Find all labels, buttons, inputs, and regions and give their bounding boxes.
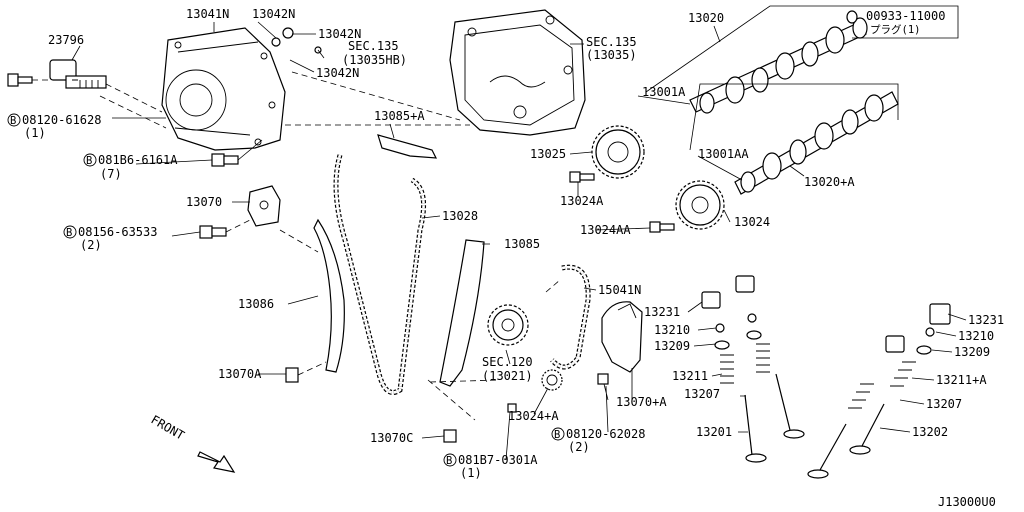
bolt-13024A bbox=[569, 171, 595, 183]
callout-13207-b: 13207 bbox=[926, 397, 962, 411]
callout-08120-61628: 08120-61628 bbox=[22, 113, 101, 127]
callout-13001A: 13001A bbox=[642, 85, 686, 99]
b-mark-2: B bbox=[86, 155, 92, 167]
bolt-081B6-6161A bbox=[211, 153, 239, 167]
valve-train-right bbox=[807, 303, 951, 479]
plug-13042N-b bbox=[282, 27, 294, 39]
callout-13025: 13025 bbox=[530, 147, 566, 161]
callout-13070C: 13070C bbox=[370, 431, 413, 445]
callout-sec120-code: (13021) bbox=[482, 369, 533, 383]
callout-08156-63533: 08156-63533 bbox=[78, 225, 157, 239]
callout-13024AA: 13024AA bbox=[580, 223, 631, 237]
callout-sec135: SEC.135 bbox=[586, 35, 637, 49]
callout-13041N: 13041N bbox=[186, 7, 229, 21]
callout-13231-b: 13231 bbox=[968, 313, 1004, 327]
callout-13207-a: 13207 bbox=[684, 387, 720, 401]
callout-13024: 13024 bbox=[734, 215, 770, 229]
callout-13210-b: 13210 bbox=[958, 329, 994, 343]
sensor-23796 bbox=[49, 59, 107, 89]
callout-13042N-a: 13042N bbox=[252, 7, 295, 21]
slack-guide-13086 bbox=[313, 218, 345, 373]
callout-13211A: 13211+A bbox=[936, 373, 987, 387]
callout-13070: 13070 bbox=[186, 195, 222, 209]
callout-qty-7: (7) bbox=[100, 167, 122, 181]
bolt-13024AA bbox=[649, 221, 675, 233]
callout-15041N: 15041N bbox=[598, 283, 641, 297]
callout-13231-a: 13231 bbox=[644, 305, 680, 319]
callout-13024A: 13024A bbox=[560, 194, 604, 208]
callout-081B6-6161A: 081B6-6161A bbox=[98, 153, 178, 167]
chain-primary bbox=[333, 154, 427, 395]
callout-13202: 13202 bbox=[912, 425, 948, 439]
callout-qty-2a: (2) bbox=[80, 238, 102, 252]
guide-13085 bbox=[439, 239, 485, 387]
callout-sec135-code: (13035) bbox=[586, 48, 637, 62]
callout-13070A: 13070A bbox=[218, 367, 262, 381]
callout-13020: 13020 bbox=[688, 11, 724, 25]
vtc-sprocket-13025 bbox=[591, 125, 645, 179]
crank-sprocket-sec120 bbox=[487, 304, 529, 346]
callout-plug: プラグ(1) bbox=[870, 23, 920, 36]
front-cover-13041N bbox=[161, 27, 286, 151]
callout-13085: 13085 bbox=[504, 237, 540, 251]
callout-sec135-hb: SEC.135 bbox=[348, 39, 399, 53]
plug-00933-11000 bbox=[846, 10, 858, 24]
bolt-08120-62028 bbox=[597, 373, 609, 385]
front-arrow-icon bbox=[197, 451, 236, 473]
sprocket-13024pA bbox=[541, 369, 563, 391]
callout-13085A: 13085+A bbox=[374, 109, 425, 123]
callout-13070pA: 13070+A bbox=[616, 395, 667, 409]
callout-13020A: 13020+A bbox=[804, 175, 855, 189]
callout-08120-62028: 08120-62028 bbox=[566, 427, 645, 441]
callout-qty-2b: (2) bbox=[568, 440, 590, 454]
b-mark-3: B bbox=[66, 227, 72, 239]
callout-13028: 13028 bbox=[442, 209, 478, 223]
b-mark-1: B bbox=[10, 115, 16, 127]
b-mark-4: B bbox=[554, 429, 560, 441]
callout-sec135-hb-code: (13035HB) bbox=[342, 53, 407, 67]
camshaft-exhaust-13020 bbox=[689, 17, 868, 114]
guide-13085A bbox=[377, 134, 438, 159]
valve-train-left bbox=[701, 275, 805, 463]
cylinder-head-sec135 bbox=[449, 9, 586, 136]
tensioner-13070pA bbox=[601, 301, 643, 373]
callout-13024pA: 13024+A bbox=[508, 409, 559, 423]
callout-081B7-0301A: 081B7-0301A bbox=[458, 453, 538, 467]
bolt-08120-61628 bbox=[7, 73, 33, 87]
callout-qty-1b: (1) bbox=[460, 466, 482, 480]
callout-qty-1a: (1) bbox=[24, 126, 46, 140]
b-mark-5: B bbox=[446, 455, 452, 467]
plug-13042N bbox=[271, 37, 281, 47]
callout-23796: 23796 bbox=[48, 33, 84, 47]
bolt-13070A bbox=[285, 367, 299, 383]
callout-13209-b: 13209 bbox=[954, 345, 990, 359]
callout-13042N-c: 13042N bbox=[316, 66, 359, 80]
chain-secondary bbox=[550, 264, 591, 370]
bolt-08156-63533 bbox=[199, 225, 227, 239]
callout-13209-a: 13209 bbox=[654, 339, 690, 353]
callout-13210-a: 13210 bbox=[654, 323, 690, 337]
front-label: FRONT bbox=[149, 412, 187, 442]
callout-13201: 13201 bbox=[696, 425, 732, 439]
sprocket-13024 bbox=[675, 180, 725, 230]
callout-13211: 13211 bbox=[672, 369, 708, 383]
callout-13001AA: 13001AA bbox=[698, 147, 749, 161]
callout-sec120: SEC.120 bbox=[482, 355, 533, 369]
bolt-13070C bbox=[443, 429, 457, 443]
callout-13086: 13086 bbox=[238, 297, 274, 311]
callout-00933-11000: 00933-11000 bbox=[866, 9, 945, 23]
bolt-081B7-0301A bbox=[507, 403, 517, 413]
diagram-id: J13000U0 bbox=[938, 495, 996, 509]
tensioner-13070 bbox=[247, 185, 281, 227]
callout-13042N-b: 13042N bbox=[318, 27, 361, 41]
